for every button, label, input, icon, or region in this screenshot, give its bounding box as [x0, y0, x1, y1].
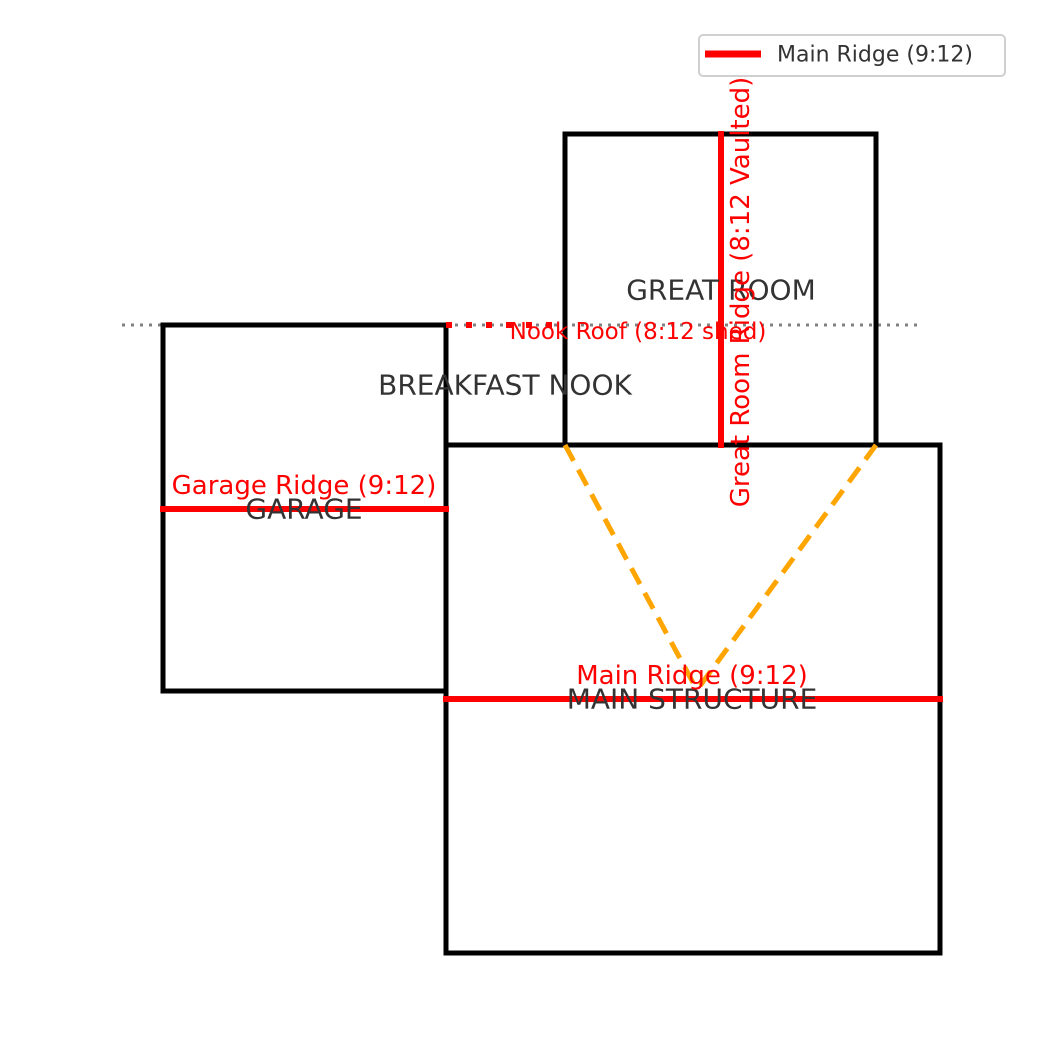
great-room-label: GREAT ROOM — [626, 274, 816, 307]
legend: Main Ridge (9:12) — [698, 34, 1006, 77]
nook-roof-label: Nook Roof (8:12 shed) — [510, 319, 767, 345]
garage-label: GARAGE — [245, 493, 362, 526]
valley-line-right — [694, 443, 879, 692]
main-ridge-label: Main Ridge (9:12) — [576, 661, 808, 691]
great-room-ridge-label: Great Room Ridge (8:12 Vaulted) — [726, 77, 756, 508]
legend-label-main-ridge: Main Ridge (9:12) — [777, 43, 973, 68]
garage-ridge-label: Garage Ridge (9:12) — [172, 471, 437, 501]
breakfast-nook-label: BREAKFAST NOOK — [378, 369, 632, 402]
valley-line-left — [562, 443, 700, 692]
main-structure-label: MAIN STRUCTURE — [567, 683, 818, 716]
